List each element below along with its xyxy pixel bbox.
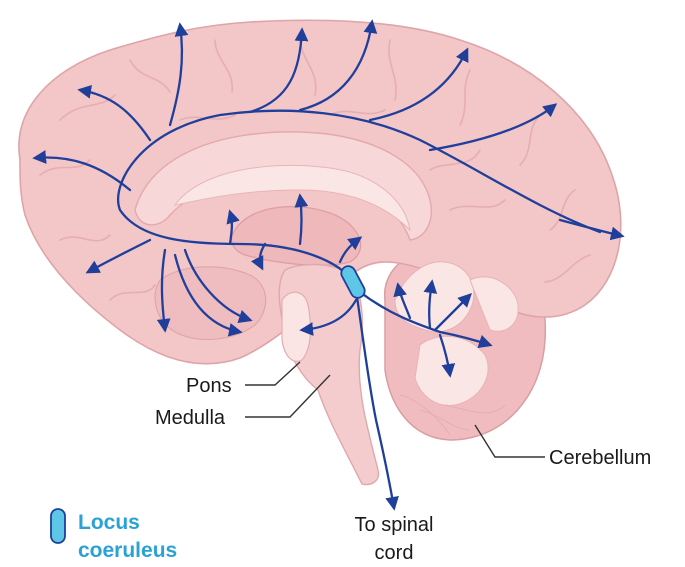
temporal-lobe <box>154 266 267 341</box>
branch-top-5 <box>428 103 558 152</box>
thalamus <box>231 205 362 266</box>
spinal-label-line1: To spinal <box>355 514 434 536</box>
branch-low-3 <box>183 248 253 324</box>
cb-branch-1 <box>423 279 438 330</box>
branch-top-3 <box>298 19 378 112</box>
cerebellar-trunk <box>358 290 442 334</box>
main-bundle <box>117 109 602 284</box>
spinal-projection <box>354 288 399 511</box>
legend-locus-icon <box>50 508 66 544</box>
brain-anatomy <box>18 19 622 486</box>
branch-top-2 <box>248 27 309 114</box>
cerebellum-leader <box>474 424 545 458</box>
cb-branch-5 <box>393 282 412 320</box>
branch-front-2 <box>77 85 152 142</box>
spinal-label-line2: cord <box>375 542 414 564</box>
medulla-leader <box>245 374 331 418</box>
ventricle <box>173 164 411 232</box>
pons-label: Pons <box>186 375 232 397</box>
branch-hypothal <box>250 242 267 271</box>
branch-low-1 <box>156 248 171 333</box>
leader-lines <box>245 361 545 458</box>
legend-label-line1: Locus <box>78 511 140 534</box>
medulla-label: Medulla <box>155 407 226 429</box>
branch-lowfront <box>85 238 152 274</box>
branch-top-4 <box>368 47 469 122</box>
legend: Locus coeruleus <box>50 508 177 562</box>
pons-leader <box>245 361 301 386</box>
branch-thalamus-1 <box>226 209 240 246</box>
branch-low-2 <box>173 253 243 337</box>
legend-label-line2: coeruleus <box>78 539 177 562</box>
pons-bulge <box>281 291 312 362</box>
branch-thalamus-2 <box>294 193 309 246</box>
branch-top-1 <box>168 22 189 127</box>
cerebellum-label: Cerebellum <box>549 447 651 469</box>
cb-branch-4 <box>438 333 456 378</box>
locus-coeruleus-marker <box>340 265 366 299</box>
branch-brainstem <box>299 298 358 336</box>
cb-branch-3 <box>438 330 493 349</box>
cb-branch-2 <box>433 293 472 332</box>
branch-mid-1 <box>338 236 363 264</box>
branch-front-1 <box>32 150 132 192</box>
projection-pathways <box>32 19 625 511</box>
branch-occipital <box>558 218 625 241</box>
